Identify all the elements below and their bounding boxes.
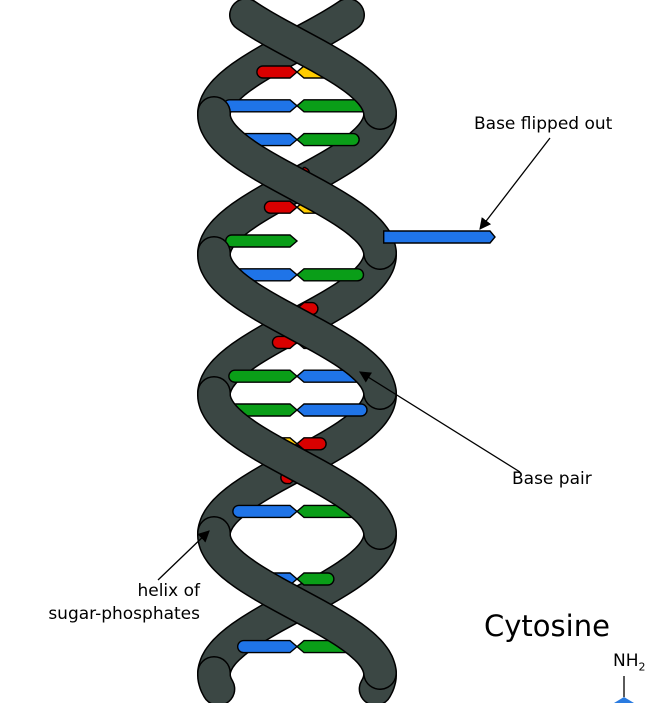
base-green [297, 134, 359, 146]
base-blue [224, 100, 297, 112]
base-red [257, 66, 297, 78]
flipped-base-blue [384, 231, 495, 243]
helix-arrow [158, 531, 209, 580]
base-pair-label: Base pair [512, 469, 592, 489]
base-flipped-out-label: Base flipped out [474, 114, 612, 134]
helix-label-line1: helix of [0, 580, 200, 603]
nh2-group-label: NH2 [613, 651, 646, 673]
flipped-out-base [384, 231, 495, 243]
helix-label-line2: sugar-phosphates [0, 603, 200, 626]
cytosine-title: Cytosine [484, 609, 610, 643]
base-blue [233, 505, 297, 517]
cytosine-structure-fragment [614, 676, 634, 703]
base-blue [238, 641, 297, 653]
base-red [264, 201, 297, 213]
helix-label: helix of sugar-phosphates [0, 580, 200, 626]
nh2-main: NH [613, 651, 639, 671]
base-green [297, 573, 334, 585]
base-flipped-out-arrow [480, 138, 550, 229]
base-green [226, 235, 297, 247]
base-green [229, 370, 297, 382]
backbone-ribbon-segment [214, 673, 218, 689]
base-blue [297, 404, 367, 416]
base-green [297, 269, 364, 281]
nh2-subscript: 2 [639, 660, 646, 673]
